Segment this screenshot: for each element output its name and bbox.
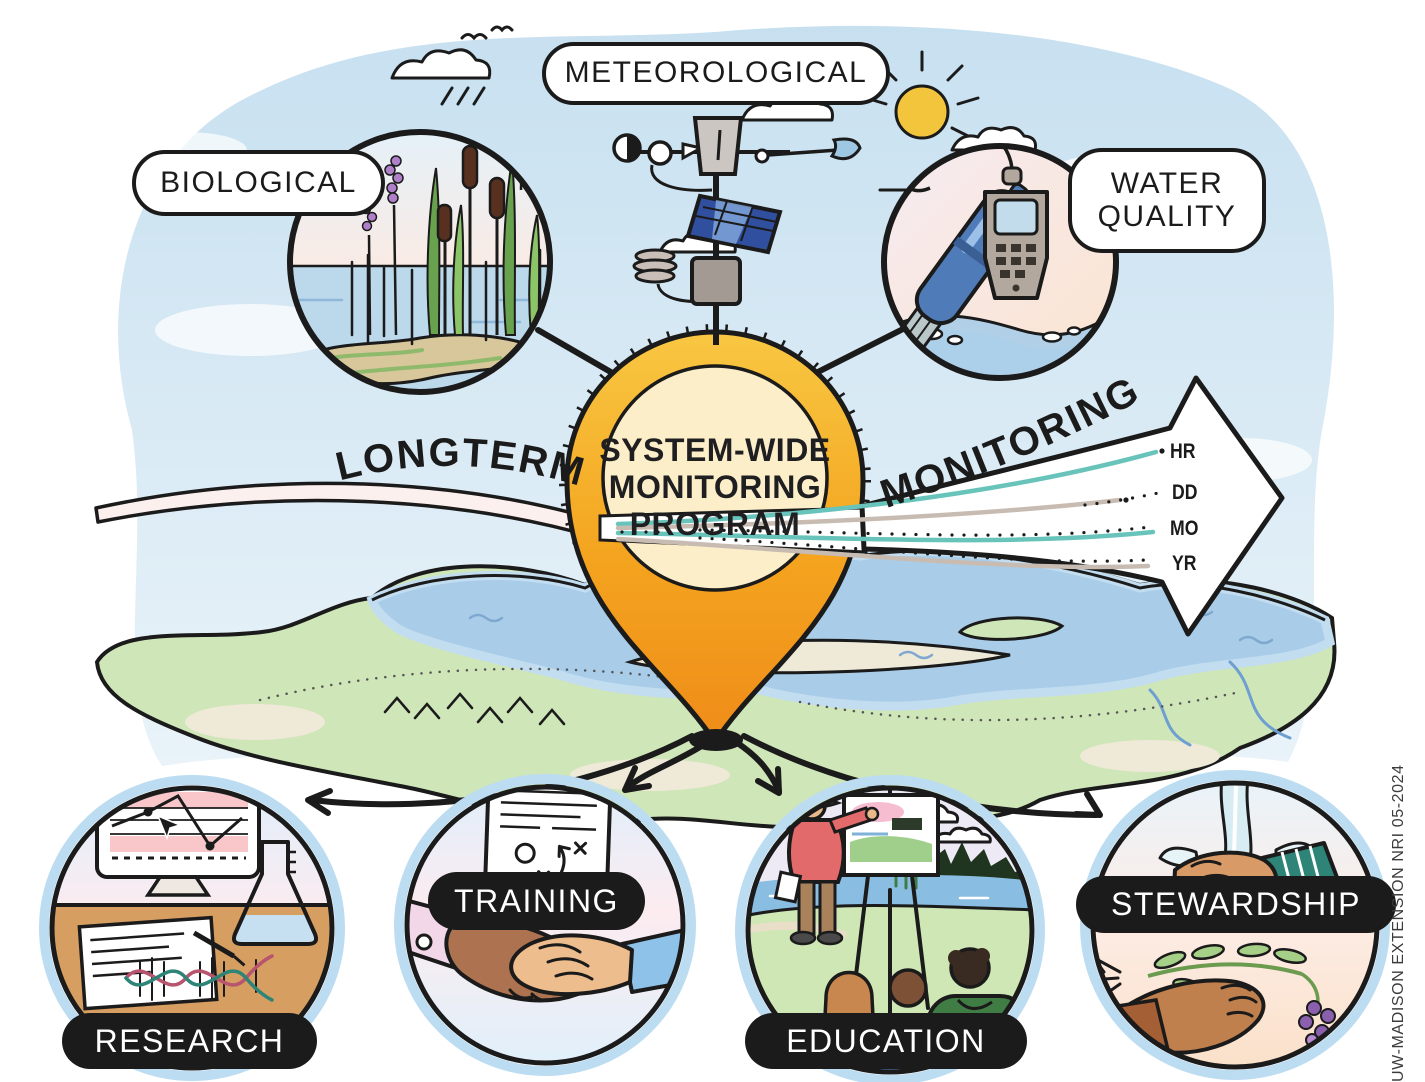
grass-blades	[426, 159, 541, 336]
cattails	[436, 144, 506, 335]
interval-mo-label: MO	[1170, 517, 1199, 540]
water-quality-label: WATER QUALITY	[1068, 148, 1266, 253]
biological-label-text: BIOLOGICAL	[160, 165, 357, 199]
pin-title-line3: PROGRAM	[629, 506, 801, 542]
weather-station-icon	[612, 116, 862, 345]
wildflowers	[360, 132, 526, 336]
interval-dd-label: DD	[1172, 481, 1198, 504]
pin-title-line2: MONITORING	[608, 469, 822, 505]
sand-patches	[185, 704, 1220, 791]
mountain-marks	[383, 692, 566, 726]
timeline-arrow	[598, 375, 1285, 637]
research-label: RESEARCH	[62, 1013, 317, 1069]
meteorological-label: METEOROLOGICAL	[542, 42, 890, 105]
flask-icon	[231, 840, 319, 946]
education-label: EDUCATION	[745, 1013, 1027, 1069]
training-label: TRAINING	[428, 872, 645, 930]
water-quality-label-text: WATER QUALITY	[1097, 167, 1237, 233]
dna-helix-icon	[124, 954, 274, 1002]
interval-hr-label: HR	[1170, 440, 1196, 463]
center-pin-title: SYSTEM-WIDE MONITORING PROGRAM	[555, 432, 875, 543]
stewardship-label: STEWARDSHIP	[1076, 876, 1396, 933]
paper-and-pen-icon	[77, 915, 246, 1011]
interval-yr-label: YR	[1172, 552, 1197, 575]
meteorological-label-text: METEOROLOGICAL	[564, 56, 868, 90]
credit-text: UW-MADISON EXTENSION NRI 05-2024	[1390, 764, 1407, 1082]
biological-label: BIOLOGICAL	[132, 150, 385, 216]
pin-title-line1: SYSTEM-WIDE	[599, 432, 831, 468]
sun-icon	[864, 50, 980, 140]
